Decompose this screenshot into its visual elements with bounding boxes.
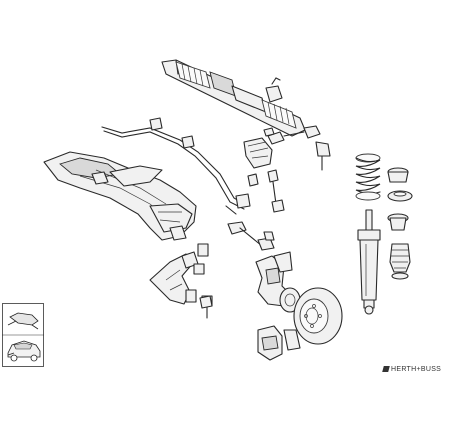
tie-rod-set: [243, 125, 331, 171]
front-axle-schematic-icon: [7, 312, 39, 330]
stabilizer-bar: [101, 117, 251, 215]
car-position-icon: [7, 340, 41, 362]
coil-spring: [355, 153, 381, 201]
brake-caliper: [257, 325, 301, 361]
brand-text: HERTH+BUSS: [391, 366, 442, 373]
coupling-rod-set: [227, 169, 285, 251]
steering-rack: [161, 59, 306, 137]
ball-joint: [199, 295, 213, 309]
axle-subframe: [43, 151, 197, 241]
strut-mount-set: [387, 167, 413, 280]
brand-logo-icon: [382, 366, 390, 372]
lower-control-arm: [149, 243, 213, 319]
rack-boot-left: [175, 61, 211, 89]
rack-boot-right: [261, 99, 297, 129]
brake-disc: [293, 287, 343, 345]
shock-absorber: [357, 209, 381, 315]
inset-schematic: [2, 303, 44, 367]
brand-label: HERTH+BUSS: [382, 366, 442, 373]
